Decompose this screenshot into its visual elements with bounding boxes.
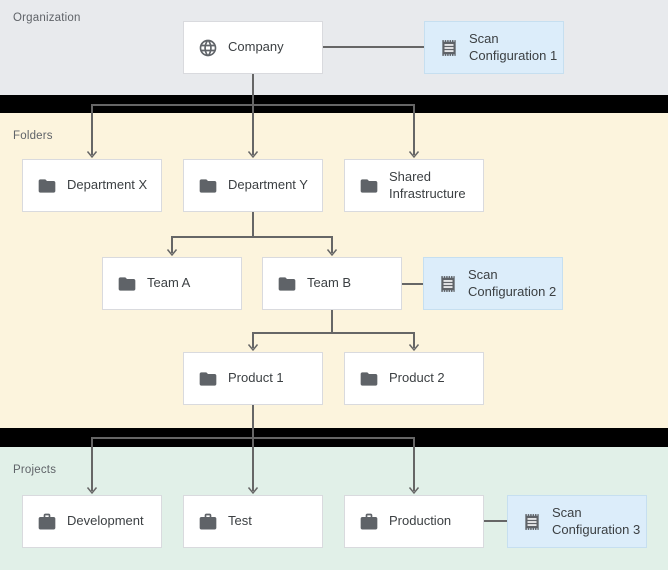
- node-label: Development: [67, 513, 144, 529]
- briefcase-icon: [37, 512, 57, 532]
- node-label: Product 1: [228, 370, 284, 386]
- node-label: Scan Configuration 3: [552, 504, 641, 537]
- node-label: Scan Configuration 2: [468, 266, 557, 299]
- receipt-icon: [522, 512, 542, 532]
- node-team-a: Team A: [102, 257, 242, 310]
- receipt-icon: [438, 274, 458, 294]
- node-production: Production: [344, 495, 484, 548]
- node-department-y: Department Y: [183, 159, 323, 212]
- node-label: Company: [228, 39, 284, 55]
- node-label: Team A: [147, 275, 191, 291]
- node-company: Company: [183, 21, 323, 74]
- briefcase-icon: [359, 512, 379, 532]
- node-product-2: Product 2: [344, 352, 484, 405]
- node-scan-configuration-1: Scan Configuration 1: [424, 21, 564, 74]
- globe-icon: [198, 38, 218, 58]
- folder-icon: [198, 369, 218, 389]
- node-label: Product 2: [389, 370, 445, 386]
- node-test: Test: [183, 495, 323, 548]
- node-label: Test: [228, 513, 252, 529]
- node-label: Department Y: [228, 177, 308, 193]
- briefcase-icon: [198, 512, 218, 532]
- node-shared-infrastructure: Shared Infrastructure: [344, 159, 484, 212]
- node-team-b: Team B: [262, 257, 402, 310]
- folder-icon: [359, 369, 379, 389]
- folder-icon: [37, 176, 57, 196]
- section-divider: [0, 95, 668, 113]
- node-label: Department X: [67, 177, 148, 193]
- projects-section-label: Projects: [13, 464, 57, 476]
- node-scan-configuration-2: Scan Configuration 2: [423, 257, 563, 310]
- receipt-icon: [439, 38, 459, 58]
- node-product-1: Product 1: [183, 352, 323, 405]
- node-department-x: Department X: [22, 159, 162, 212]
- node-label: Team B: [307, 275, 352, 291]
- node-scan-configuration-3: Scan Configuration 3: [507, 495, 647, 548]
- organization-section-label: Organization: [13, 12, 81, 24]
- node-label: Production: [389, 513, 452, 529]
- node-development: Development: [22, 495, 162, 548]
- node-label: Shared Infrastructure: [389, 168, 466, 201]
- folders-section-label: Folders: [13, 130, 53, 142]
- folder-icon: [277, 274, 297, 294]
- organization-section: [0, 0, 668, 95]
- folder-icon: [359, 176, 379, 196]
- node-label: Scan Configuration 1: [469, 30, 558, 63]
- section-divider: [0, 428, 668, 447]
- folder-icon: [117, 274, 137, 294]
- folder-icon: [198, 176, 218, 196]
